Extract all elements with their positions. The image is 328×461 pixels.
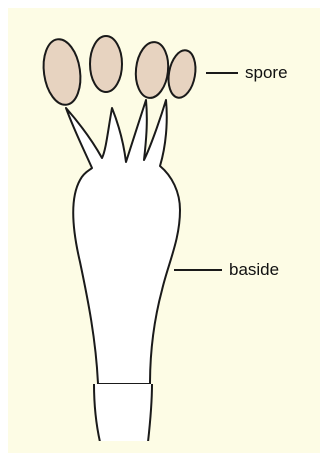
spore-label: spore bbox=[245, 64, 288, 81]
baside-stalk bbox=[94, 384, 152, 442]
spore-2 bbox=[90, 36, 122, 92]
baside-label: baside bbox=[229, 261, 279, 278]
